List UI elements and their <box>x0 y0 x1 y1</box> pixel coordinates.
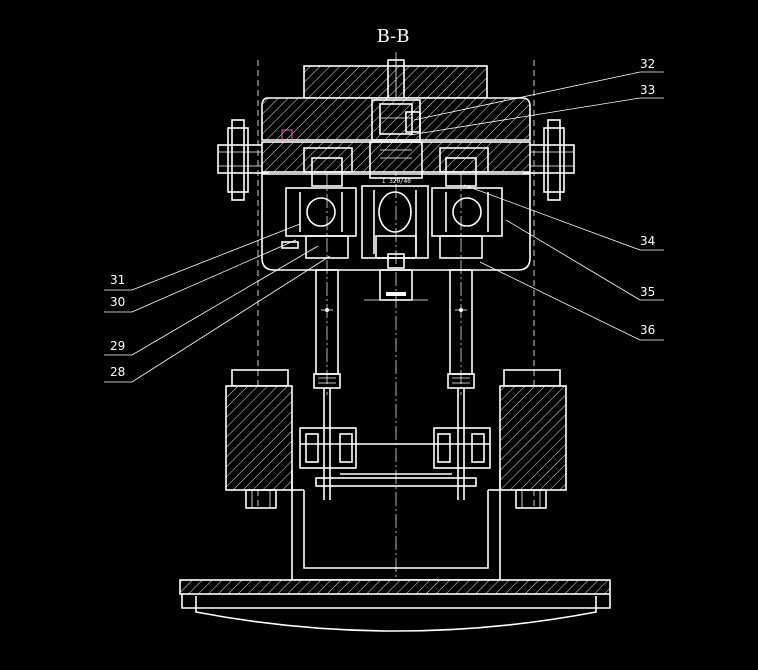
upper-housing <box>261 97 531 145</box>
callout-leaders <box>104 71 664 383</box>
callout-34: 34 <box>640 234 655 248</box>
right-base-block <box>499 369 567 509</box>
callout-29: 29 <box>110 339 125 353</box>
central-shaft <box>364 269 428 301</box>
surface-note: I 320/40 <box>382 178 411 185</box>
callout-33: 33 <box>640 83 655 97</box>
callout-35: 35 <box>640 285 655 299</box>
left-side-bolt <box>217 119 269 201</box>
callout-28: 28 <box>110 365 125 379</box>
right-side-bolt <box>523 119 575 201</box>
callout-32: 32 <box>640 57 655 71</box>
clamp-assembly <box>299 427 491 487</box>
top-cap <box>303 59 488 101</box>
callout-30: 30 <box>110 295 125 309</box>
callout-31: 31 <box>110 273 125 287</box>
callout-36: 36 <box>640 323 655 337</box>
section-title: B-B <box>377 26 410 47</box>
middle-plate <box>261 141 531 179</box>
left-base-block <box>225 369 293 509</box>
base-plate <box>179 579 611 632</box>
